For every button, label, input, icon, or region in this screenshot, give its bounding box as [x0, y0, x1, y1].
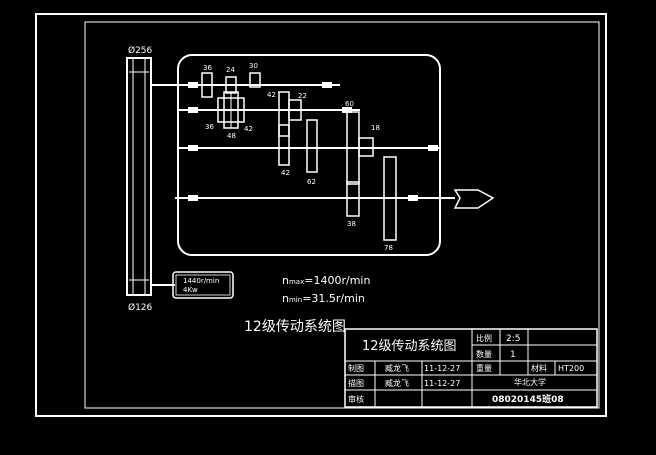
drawn-name: 臧龙飞 — [385, 363, 409, 373]
gear-label: 30 — [249, 62, 258, 70]
gear-label: 24 — [226, 66, 235, 74]
gear-label: 38 — [347, 220, 356, 228]
reviewed-label: 审核 — [348, 394, 364, 404]
gear-label: 42 — [281, 169, 290, 177]
gear-label: 36 — [205, 123, 214, 131]
checked-label: 描图 — [348, 378, 364, 388]
diagram-caption: 12级传动系统图 — [244, 319, 346, 335]
school-name: 华北大学 — [514, 377, 546, 387]
gear-label: 42 — [244, 125, 253, 133]
gear-label: 18 — [371, 124, 380, 132]
material-label: 材料 — [531, 363, 547, 373]
ratio-value: 2:5 — [506, 334, 520, 344]
gearbox-housing — [177, 54, 441, 256]
ratio-label: 比例 — [476, 333, 492, 343]
motor-speed-label: 1440r/min — [183, 277, 219, 285]
pulley-bottom-label: Ø126 — [128, 302, 153, 313]
speed-min-prefix: n — [282, 292, 289, 305]
checked-date: 11-12-27 — [424, 379, 460, 388]
shaft-2 — [178, 91, 360, 137]
speed-max-value: =1400r/min — [304, 274, 370, 287]
shaft-4 — [175, 156, 495, 241]
shaft-1 — [151, 72, 340, 98]
pulley-top-label: Ø256 — [128, 45, 153, 56]
speed-min-subscript: min — [289, 296, 302, 304]
outer-border — [35, 13, 607, 417]
drawn-date: 11-12-27 — [424, 364, 460, 373]
speed-max-subscript: max — [289, 278, 304, 286]
motor-power-label: 4Kw — [183, 286, 198, 294]
gear-label: 22 — [298, 92, 307, 100]
weight-label: 重量 — [476, 363, 492, 373]
gear-label: 42 — [267, 91, 276, 99]
class-code: 08020145班08 — [492, 393, 564, 405]
shaft-3 — [178, 111, 440, 185]
gear-label: 62 — [307, 178, 316, 186]
gear-label: 48 — [227, 132, 236, 140]
checked-name: 臧龙飞 — [385, 378, 409, 388]
speed-max: nmax=1400r/min — [282, 274, 370, 287]
quantity-label: 数量 — [476, 349, 492, 359]
drawn-label: 制图 — [348, 363, 364, 373]
speed-min-value: =31.5r/min — [302, 292, 365, 305]
title-block — [344, 328, 598, 408]
gear-label: 60 — [345, 100, 354, 108]
gear-label: 78 — [384, 244, 393, 252]
gear-label: 36 — [203, 64, 212, 72]
belt-pulley — [126, 57, 152, 296]
quantity-value: 1 — [510, 350, 516, 360]
title-drawing-name: 12级传动系统图 — [362, 339, 457, 354]
speed-max-prefix: n — [282, 274, 289, 287]
inner-frame — [84, 21, 600, 409]
motor — [151, 271, 234, 299]
material-value: HT200 — [558, 364, 584, 373]
speed-min: nmin=31.5r/min — [282, 292, 365, 305]
